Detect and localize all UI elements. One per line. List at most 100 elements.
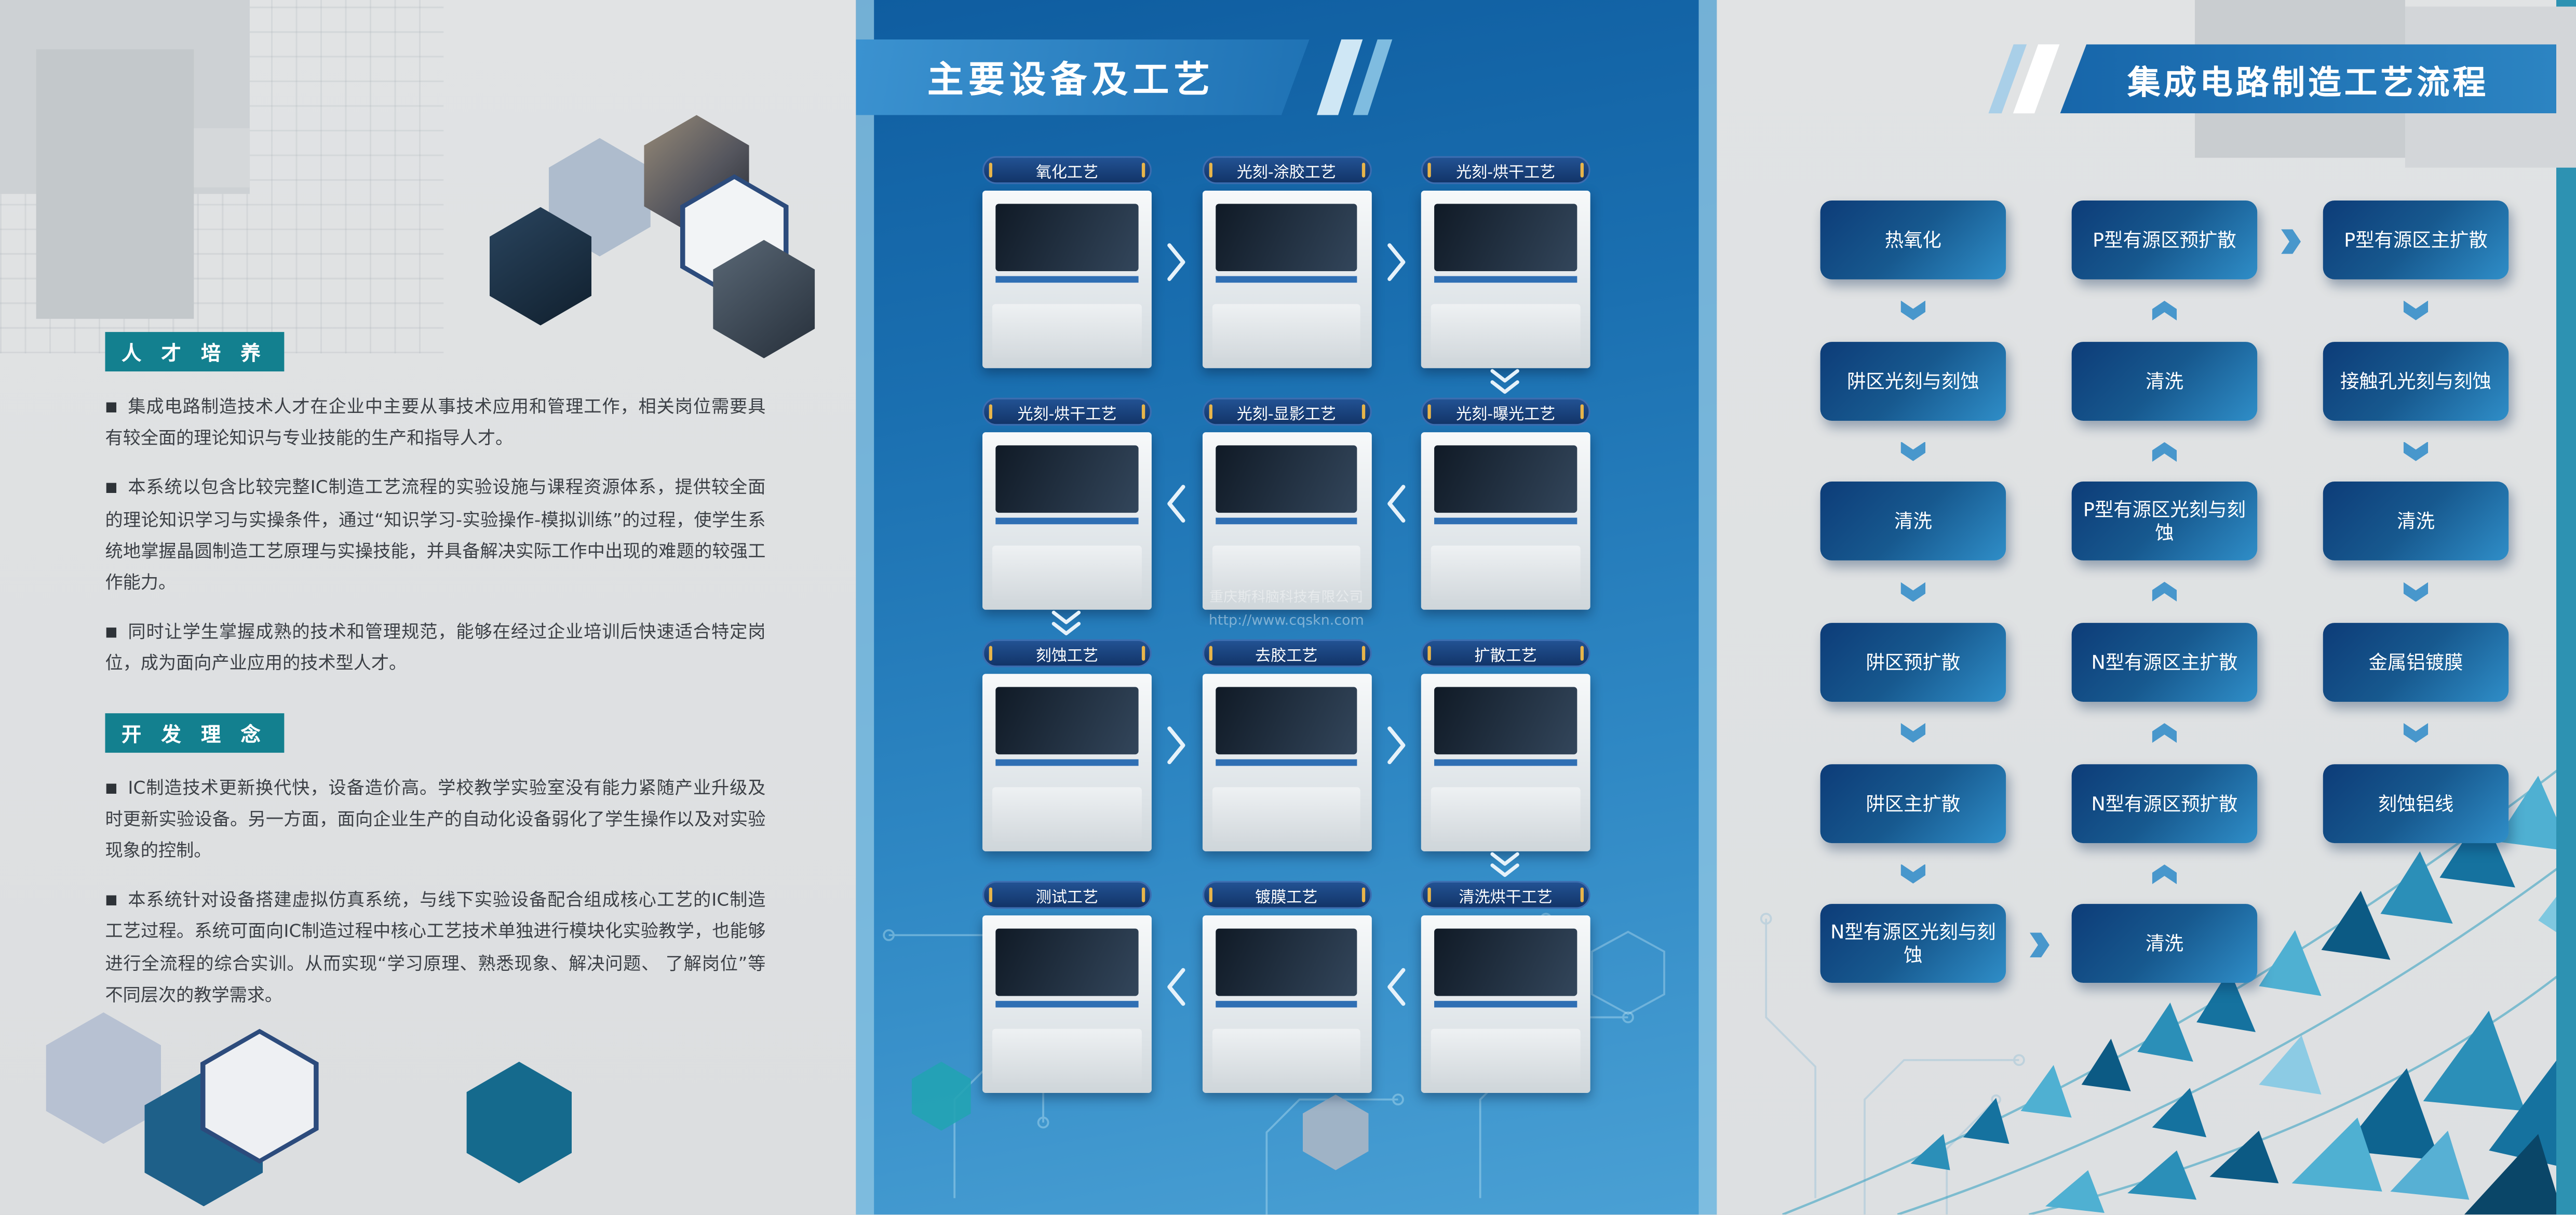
equipment-photo-stripe (1434, 275, 1577, 283)
equipment-title-banner: 主要设备及工艺 (856, 39, 1309, 115)
equipment-photo-base (992, 545, 1142, 599)
chevron-left-icon (1164, 483, 1190, 524)
chevron-left-icon (1383, 966, 1409, 1007)
text-sections: 人 才 培 养 ■ 集成电路制造技术人才在企业中主要从事技术应用和管理工作，相关岗位… (105, 332, 765, 1044)
equipment-photo-base (1211, 545, 1361, 599)
equipment-photo-stripe (1215, 517, 1358, 525)
equipment-photo (1421, 915, 1590, 1093)
equipment-label: 去胶工艺 (1202, 639, 1371, 667)
flow-gap (2323, 702, 2509, 764)
equipment-cell: 扩散工艺 (1421, 639, 1590, 851)
equipment-label: 氧化工艺 (982, 156, 1152, 184)
equipment-photo-stripe (1434, 759, 1577, 766)
equipment-photo-base (1431, 304, 1581, 358)
equipment-photo (982, 191, 1152, 368)
flow-gap (2072, 279, 2258, 341)
flow-step: 阱区主扩散 (1820, 764, 2006, 843)
paragraph-text: 本系统针对设备搭建虚拟仿真系统，与线下实验设备配合组成核心工艺的IC制造工艺过程… (105, 889, 766, 1006)
chevron-down-icon (1490, 852, 1519, 877)
equipment-label: 刻蚀工艺 (982, 639, 1152, 667)
fold-edge-strip (2556, 0, 2576, 1215)
flow-arrow-down-icon (1900, 441, 1926, 461)
flow-step-label: P型有源区光刻与刻蚀 (2083, 498, 2246, 545)
flow-step-label: 阱区预扩散 (1866, 650, 1961, 674)
flow-gap (2072, 843, 2258, 904)
bullet-icon: ■ (105, 480, 118, 496)
equipment-label: 光刻-显影工艺 (1202, 397, 1371, 426)
flow-gap (1820, 279, 2006, 341)
flow-step: 阱区预扩散 (1820, 623, 2006, 702)
chevron-down-icon (1051, 610, 1081, 636)
chevron-left-icon (1383, 483, 1409, 524)
bullet-icon: ■ (105, 624, 118, 640)
flow-column: P型有源区主扩散接触孔光刻与刻蚀清洗金属铝镀膜刻蚀铝线 (2323, 200, 2509, 983)
paragraph-text: 集成电路制造技术人才在企业中主要从事技术应用和管理工作，相关岗位需要具有较全面的… (105, 396, 766, 449)
flow-gap (2072, 420, 2258, 482)
flow-step: 刻蚀铝线 (2323, 764, 2509, 843)
equipment-photo-stripe (996, 517, 1138, 525)
equipment-row: 测试工艺镀膜工艺清洗烘干工艺 (982, 880, 1590, 1093)
equipment-label: 光刻-涂胶工艺 (1202, 156, 1371, 184)
flow-step-label: 清洗 (2146, 369, 2183, 392)
flow-step-label: N型有源区主扩散 (2091, 650, 2238, 674)
flow-step: N型有源区预扩散 (2071, 764, 2258, 843)
equipment-title: 主要设备及工艺 (927, 61, 1215, 102)
flow-step-label: 热氧化 (1884, 228, 1941, 251)
flow-step-label: 阱区主扩散 (1866, 791, 1961, 815)
bullet-icon: ■ (105, 892, 118, 908)
equipment-photo (1202, 915, 1371, 1093)
equipment-cell: 光刻-烘干工艺 (1421, 156, 1590, 368)
equipment-cell: 光刻-涂胶工艺 (1202, 156, 1371, 368)
flow-step: N型有源区主扩散 (2071, 623, 2258, 702)
flow-arrow-up-icon (2152, 442, 2177, 461)
flow-column: P型有源区预扩散清洗 P型有源区光刻与刻蚀 N型有源区主扩散 N型有源区预扩散清洗 (2071, 200, 2258, 984)
pcb-photo-decoration (194, 128, 250, 188)
flow-step-label: N型有源区预扩散 (2091, 791, 2238, 815)
flow-step-label: 清洗 (2397, 510, 2435, 533)
text-section: 人 才 培 养 ■ 集成电路制造技术人才在企业中主要从事技术应用和管理工作，相关岗位… (105, 332, 765, 680)
flow-gap (2323, 279, 2509, 341)
flow-gap (2323, 561, 2509, 623)
equipment-photo-base (992, 1029, 1142, 1083)
equipment-photo-stripe (996, 1000, 1138, 1008)
flow-step: 金属铝镀膜 (2323, 623, 2509, 702)
equipment-label: 扩散工艺 (1421, 639, 1590, 667)
equipment-cell: 镀膜工艺 (1202, 880, 1371, 1093)
equipment-photo-glass (1434, 928, 1577, 995)
flow-step-label: N型有源区光刻与刻蚀 (1830, 920, 1996, 967)
flow-arrow-up-icon (2152, 582, 2177, 602)
equipment-photo (1421, 674, 1590, 851)
flow-arrow-down-icon (1900, 863, 1926, 884)
flow-gap (2072, 702, 2258, 764)
equipment-photo (1202, 432, 1371, 610)
flow-step-label: 阱区光刻与刻蚀 (1847, 369, 1979, 392)
paragraph-text: 同时让学生掌握成熟的技术和管理规范，能够在经过企业培训后快速适合特定岗位，成为面… (105, 621, 766, 675)
flow-step: N型有源区光刻与刻蚀 (1820, 904, 2006, 984)
flow-arrow-up-icon (2152, 300, 2177, 320)
equipment-label: 光刻-烘干工艺 (1421, 156, 1590, 184)
process-title: 集成电路制造工艺流程 (2127, 61, 2489, 101)
panel-talent: 人 才 培 养 ■ 集成电路制造技术人才在企业中主要从事技术应用和管理工作，相关岗位… (0, 0, 856, 1215)
equipment-photo-glass (1215, 444, 1358, 512)
equipment-row: 氧化工艺 光刻-涂胶工艺 光刻-烘干工艺 (982, 156, 1590, 368)
flow-gap (2072, 561, 2258, 623)
chevron-right-icon (1164, 725, 1190, 766)
equipment-cell: 测试工艺 (982, 880, 1152, 1093)
flow-step-label: P型有源区主扩散 (2344, 228, 2488, 251)
equipment-cell: 氧化工艺 (982, 156, 1152, 368)
banner-slash-decoration (1316, 39, 1363, 115)
chevron-down-icon (1490, 369, 1519, 394)
equipment-photo-base (1431, 1029, 1581, 1083)
flow-arrow-down-icon (2403, 582, 2429, 602)
flow-arrow-down-icon (2403, 300, 2429, 321)
equipment-photo (982, 432, 1152, 610)
flow-step: P型有源区预扩散 (2071, 200, 2258, 279)
equipment-photo-glass (1215, 686, 1358, 754)
paragraph: ■IC制造技术更新换代快，设备造价高。学校教学实验室没有能力紧随产业升级及时更新… (105, 772, 765, 866)
flow-step: P型有源区光刻与刻蚀 (2071, 482, 2258, 562)
equipment-photo-glass (1434, 444, 1577, 512)
equipment-photo (1202, 674, 1371, 851)
section-title-badge: 人 才 培 养 (105, 332, 284, 372)
flow-step-label: 清洗 (2146, 932, 2183, 956)
